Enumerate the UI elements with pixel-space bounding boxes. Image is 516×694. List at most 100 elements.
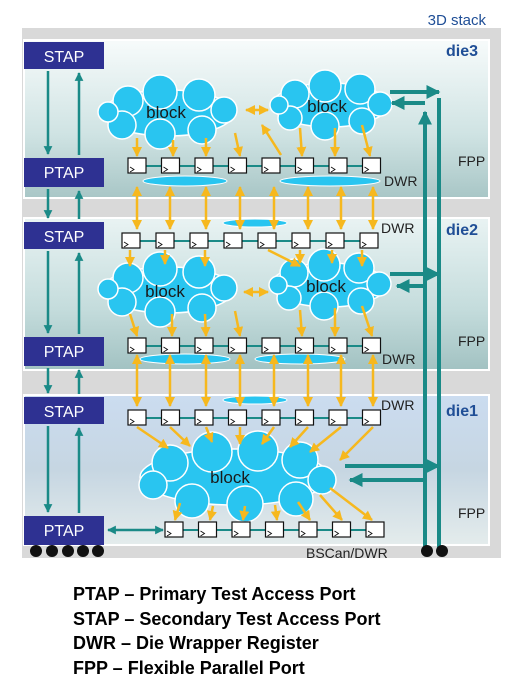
wrapper-cell bbox=[361, 337, 382, 354]
die3-label: die3 bbox=[446, 43, 478, 60]
flat-cloud bbox=[142, 175, 228, 187]
data-arrow bbox=[260, 426, 276, 445]
block-cloud bbox=[268, 248, 392, 321]
clock-glyph bbox=[297, 166, 303, 173]
wrapper-cell bbox=[121, 232, 141, 249]
wrapper-cell bbox=[361, 409, 382, 426]
block-label: block bbox=[210, 468, 250, 487]
clock-glyph bbox=[157, 241, 163, 248]
clock-glyph bbox=[300, 530, 306, 537]
legend-dwr: DWR – Die Wrapper Register bbox=[73, 633, 319, 653]
clock-glyph bbox=[334, 530, 340, 537]
ptap-box bbox=[24, 337, 104, 366]
block-label: block bbox=[146, 103, 186, 122]
clock-glyph bbox=[163, 346, 169, 353]
clock-glyph bbox=[225, 241, 231, 248]
wrapper-cell bbox=[194, 337, 214, 354]
clock-glyph bbox=[267, 530, 273, 537]
wrapper-cell bbox=[264, 521, 285, 538]
data-arrow bbox=[172, 502, 183, 521]
wrapper-cell bbox=[328, 157, 348, 174]
clock-glyph bbox=[163, 418, 169, 425]
stap-box bbox=[24, 42, 104, 69]
clock-glyph bbox=[200, 530, 206, 537]
block-label: block bbox=[145, 282, 185, 301]
clock-glyph bbox=[129, 346, 135, 353]
data-arrow bbox=[270, 504, 281, 521]
clock-glyph bbox=[330, 166, 336, 173]
clock-glyph bbox=[129, 166, 135, 173]
legend-fpp: FPP – Flexible Parallel Port bbox=[73, 657, 305, 678]
block-label: block bbox=[307, 97, 347, 116]
bscan-dwr-label: BSCan/DWR bbox=[306, 545, 388, 560]
data-arrow bbox=[233, 132, 243, 157]
clock-glyph bbox=[263, 418, 269, 425]
wrapper-cell bbox=[227, 337, 248, 354]
wrapper-cell bbox=[257, 232, 277, 249]
data-arrow bbox=[289, 426, 309, 448]
3d-stack-diagram: 3D stack die3 die2 die1 block block bloc… bbox=[22, 12, 501, 560]
block-cloud bbox=[138, 430, 337, 523]
stap-box bbox=[24, 397, 104, 424]
wrapper-cell bbox=[160, 409, 181, 426]
ptap-box bbox=[24, 516, 104, 545]
clock-glyph bbox=[196, 166, 202, 173]
clock-glyph bbox=[129, 418, 135, 425]
tap-arrows bbox=[43, 71, 164, 549]
block-cloud bbox=[269, 69, 393, 141]
fpp-label: FPP bbox=[458, 153, 485, 169]
tap-terminal-dots bbox=[30, 545, 104, 557]
legend: PTAP – Primary Test Access Port STAP – S… bbox=[73, 582, 503, 680]
wrapper-cell bbox=[164, 521, 184, 538]
register-rows bbox=[121, 157, 385, 538]
clock-glyph bbox=[233, 530, 239, 537]
wrapper-cell bbox=[194, 409, 214, 426]
clock-glyph bbox=[263, 166, 269, 173]
clock-glyph bbox=[364, 166, 370, 173]
clock-glyph bbox=[259, 241, 265, 248]
wrapper-cell bbox=[127, 409, 147, 426]
fpp-arrows bbox=[345, 85, 441, 548]
wrapper-cell bbox=[294, 337, 315, 354]
clock-glyph bbox=[297, 346, 303, 353]
wrapper-cell bbox=[294, 157, 315, 174]
clock-glyph bbox=[297, 418, 303, 425]
wrapper-cell bbox=[261, 409, 281, 426]
wrapper-cell bbox=[231, 521, 251, 538]
die1-label: die1 bbox=[446, 403, 478, 420]
clock-glyph bbox=[166, 530, 172, 537]
ptap-label: PTAP bbox=[44, 165, 85, 182]
clock-glyph bbox=[230, 346, 236, 353]
fpp-label: FPP bbox=[458, 333, 485, 349]
data-arrow bbox=[296, 309, 307, 337]
clock-glyph bbox=[364, 418, 370, 425]
ptap-label: PTAP bbox=[44, 523, 85, 540]
clock-glyph bbox=[367, 530, 373, 537]
dwr-label: DWR bbox=[382, 351, 415, 367]
data-arrow bbox=[267, 248, 301, 268]
clock-glyph bbox=[330, 346, 336, 353]
data-arrow bbox=[329, 487, 373, 521]
data-arrow bbox=[309, 426, 342, 453]
stap-box bbox=[24, 222, 104, 249]
clock-glyph bbox=[230, 418, 236, 425]
block-cloud bbox=[97, 74, 238, 150]
flat-cloud bbox=[279, 175, 381, 187]
block-label: block bbox=[306, 277, 346, 296]
wrapper-cell bbox=[331, 521, 352, 538]
stap-label: STAP bbox=[44, 49, 85, 66]
data-arrow bbox=[360, 305, 374, 337]
yellow-arrows bbox=[125, 105, 378, 521]
tap-group: STAP PTAP STAP PTAP STAP PTAP bbox=[24, 42, 104, 545]
wrapper-cell bbox=[189, 232, 209, 249]
legend-stap: STAP – Secondary Test Access Port bbox=[73, 608, 381, 629]
wrapper-cell bbox=[261, 157, 281, 174]
stap-label: STAP bbox=[44, 404, 85, 421]
clock-glyph bbox=[293, 241, 299, 248]
clock-glyph bbox=[196, 418, 202, 425]
wrapper-cell bbox=[227, 409, 248, 426]
fpp-label: FPP bbox=[458, 505, 485, 521]
clock-glyph bbox=[123, 241, 129, 248]
clock-glyph bbox=[361, 241, 367, 248]
data-arrow bbox=[204, 426, 214, 443]
